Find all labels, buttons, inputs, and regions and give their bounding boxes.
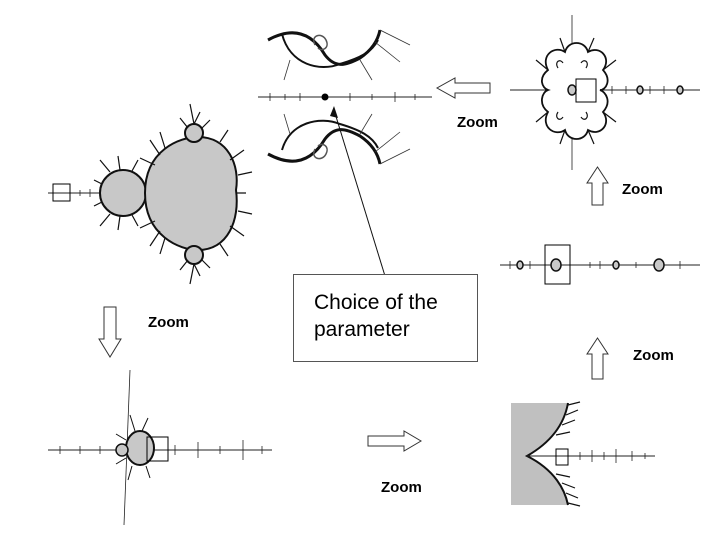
mini-mandelbrot-cluster <box>510 15 700 170</box>
zoom-label-left-middle: Zoom <box>148 314 189 331</box>
arrow-down-left <box>98 306 122 358</box>
parameter-callout-box: Choice of the parameter <box>293 274 478 362</box>
callout-line-2: parameter <box>314 318 410 341</box>
spiral-detail <box>258 29 432 165</box>
zoom-box-main <box>52 183 71 202</box>
callout-pointer <box>330 106 386 277</box>
arrow-right-bottom <box>367 430 422 452</box>
zoom-box-4 <box>575 78 597 103</box>
zoom-label-top: Zoom <box>457 114 498 131</box>
mandelbrot-zoom-1 <box>48 369 272 526</box>
zoom-box-3 <box>544 244 571 285</box>
zoom-label-right-upper: Zoom <box>622 181 663 198</box>
mandelbrot-main <box>48 103 253 285</box>
zoom-label-bottom: Zoom <box>381 479 422 496</box>
callout-line-1: Choice of the <box>314 291 438 314</box>
mini-copies-line <box>500 244 700 285</box>
zoom-label-right-lower: Zoom <box>633 347 674 364</box>
mandelbrot-zoom-2 <box>511 401 655 507</box>
arrow-up-right-upper <box>586 166 609 206</box>
zoom-box-1 <box>146 436 169 462</box>
arrow-left-top <box>435 77 491 99</box>
zoom-box-2 <box>555 448 569 466</box>
arrow-up-right-lower <box>586 337 609 380</box>
selected-parameter-point <box>321 93 329 101</box>
